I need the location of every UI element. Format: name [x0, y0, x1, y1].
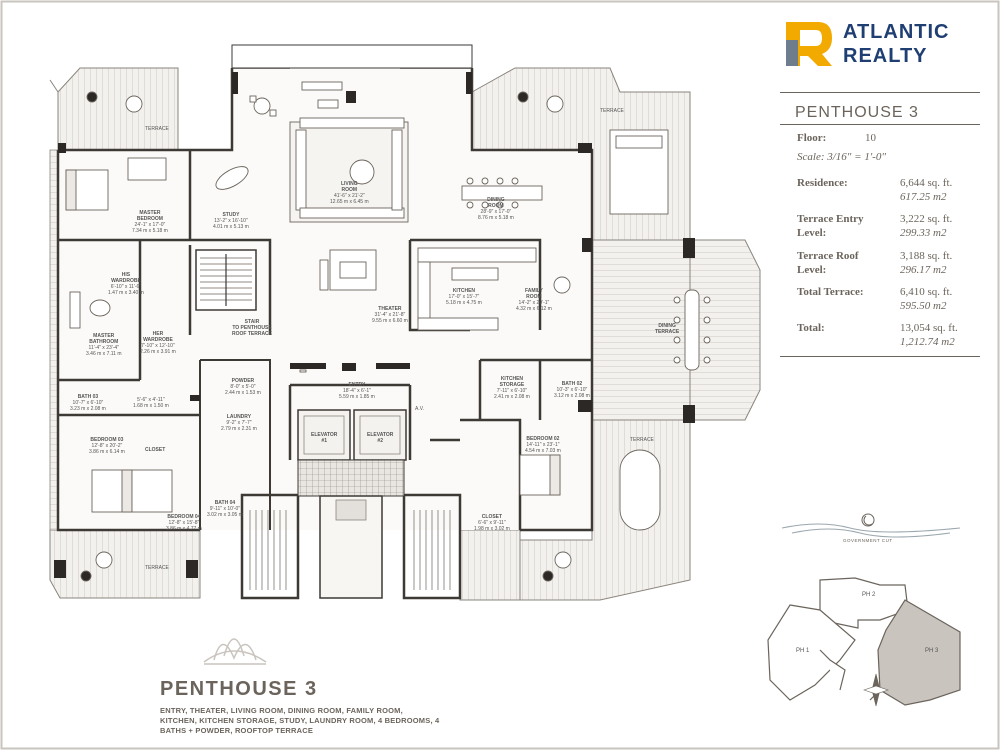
keyplan-ph1: PH 1 — [796, 648, 810, 654]
keyplan-ph2: PH 2 — [862, 592, 876, 598]
terrace-top-right-label: TERRACE — [600, 108, 624, 114]
scale-text: Scale: 3/16" = 1'-0" — [797, 151, 886, 163]
residence-sqft: 6,644 sq. ft. — [900, 177, 953, 189]
total-terrace-m2: 595.50 m2 — [900, 300, 947, 312]
bath02-label: BATH 02 10'-3" x 6'-10"3.12 m x 2.08 m — [554, 381, 590, 399]
total-terrace-label: Total Terrace: — [797, 286, 864, 298]
laundry-label: LAUNDRY 9'-2" x 7'-7"2.79 m x 2.31 m — [221, 414, 257, 432]
closet-left-label: 5'-6" x 4'-11"1.68 m x 1.50 m — [133, 397, 169, 409]
floor-label: Floor: — [797, 132, 827, 144]
stairs — [195, 249, 451, 590]
terrace-entry-level: Level: — [797, 227, 827, 239]
bath04-label: BATH 04 9'-11" x 10'-0"3.02 m x 3.05 m — [207, 500, 243, 518]
kitchen-label: KITCHEN 17'-0" x 15'-7"5.18 m x 4.75 m — [446, 288, 482, 306]
terrace-bottom-left-label: TERRACE — [145, 565, 169, 571]
powder-label: POWDER 8'-0" x 5'-0"2.44 m x 1.53 m — [225, 378, 261, 396]
elevator1-label: ELEVATOR#1 — [311, 432, 338, 444]
closet-right-label: CLOSET 6'-6" x 9'-11"1.98 m x 3.02 m — [474, 514, 510, 532]
footer-title: PENTHOUSE 3 — [160, 678, 318, 700]
terrace-right-label: TERRACE — [630, 437, 654, 443]
entry-label: ENTRY 18'-4" x 6'-1"5.59 m x 1.85 m — [339, 382, 375, 400]
total-label: Total: — [797, 322, 825, 334]
floor-value: 10 — [865, 132, 876, 144]
brand-name-line1: ATLANTIC — [843, 21, 950, 43]
terrace-roof-level: Level: — [797, 264, 827, 276]
footer-description: ENTRY, THEATER, LIVING ROOM, DINING ROOM… — [160, 706, 440, 735]
key-plan — [767, 577, 961, 707]
spec-bottom-rule — [780, 356, 980, 357]
keyplan-ph3: PH 3 — [925, 648, 939, 654]
decorative-ornament — [203, 638, 267, 665]
bedroom02-label: BEDROOM 02 14'-11" x 23'-1"4.54 m x 7.03… — [525, 436, 561, 454]
study-label: STUDY 13'-2" x 16'-10"4.01 m x 5.13 m — [213, 212, 249, 230]
vestibule-tile-floor — [297, 459, 405, 497]
residence-m2: 617.25 m2 — [900, 191, 947, 203]
bath03-label: BATH 03 10'-7" x 6'-10"3.23 m x 2.08 m — [70, 394, 106, 412]
spec-title-rule — [780, 124, 980, 125]
floor-row: Floor: — [797, 132, 826, 144]
terrace-roof-m2: 296.17 m2 — [900, 264, 947, 276]
theater-label: THEATER 31'-4" x 21'-8"9.55 m x 6.60 m — [372, 306, 408, 324]
elevator2-label: ELEVATOR#2 — [367, 432, 394, 444]
terrace-entry-m2: 299.33 m2 — [900, 227, 947, 239]
furniture — [65, 81, 711, 582]
terrace-roof-label: Terrace Roof — [797, 250, 859, 262]
terrace-top-left-label: TERRACE — [145, 126, 169, 132]
total-terrace-sqft: 6,410 sq. ft. — [900, 286, 953, 298]
spec-top-rule — [780, 92, 980, 93]
av-label: A.V. — [415, 406, 424, 412]
total-sqft: 13,054 sq. ft. — [900, 322, 958, 334]
terrace-entry-sqft: 3,222 sq. ft. — [900, 213, 953, 225]
terrace-roof-sqft: 3,188 sq. ft. — [900, 250, 953, 262]
government-cut-emblem — [781, 513, 961, 538]
bedroom04-label: BEDROOM 04 12'-8" x 15'-8"3.86 m x 4.77 … — [166, 514, 202, 532]
columns — [54, 72, 695, 578]
closet-mid-label: CLOSET — [145, 447, 166, 453]
residence-label: Residence: — [797, 177, 848, 189]
total-m2: 1,212.74 m2 — [900, 336, 955, 348]
brand-name-line2: REALTY — [843, 45, 928, 67]
terrace-entry-label: Terrace Entry — [797, 213, 864, 225]
government-cut-label: GOVERNMENT CUT — [843, 538, 893, 543]
spec-title: PENTHOUSE 3 — [795, 104, 919, 121]
atlantic-realty-logo-mark — [786, 22, 832, 66]
bedroom03-label: BEDROOM 03 12'-8" x 20'-2"3.86 m x 6.14 … — [89, 437, 125, 455]
